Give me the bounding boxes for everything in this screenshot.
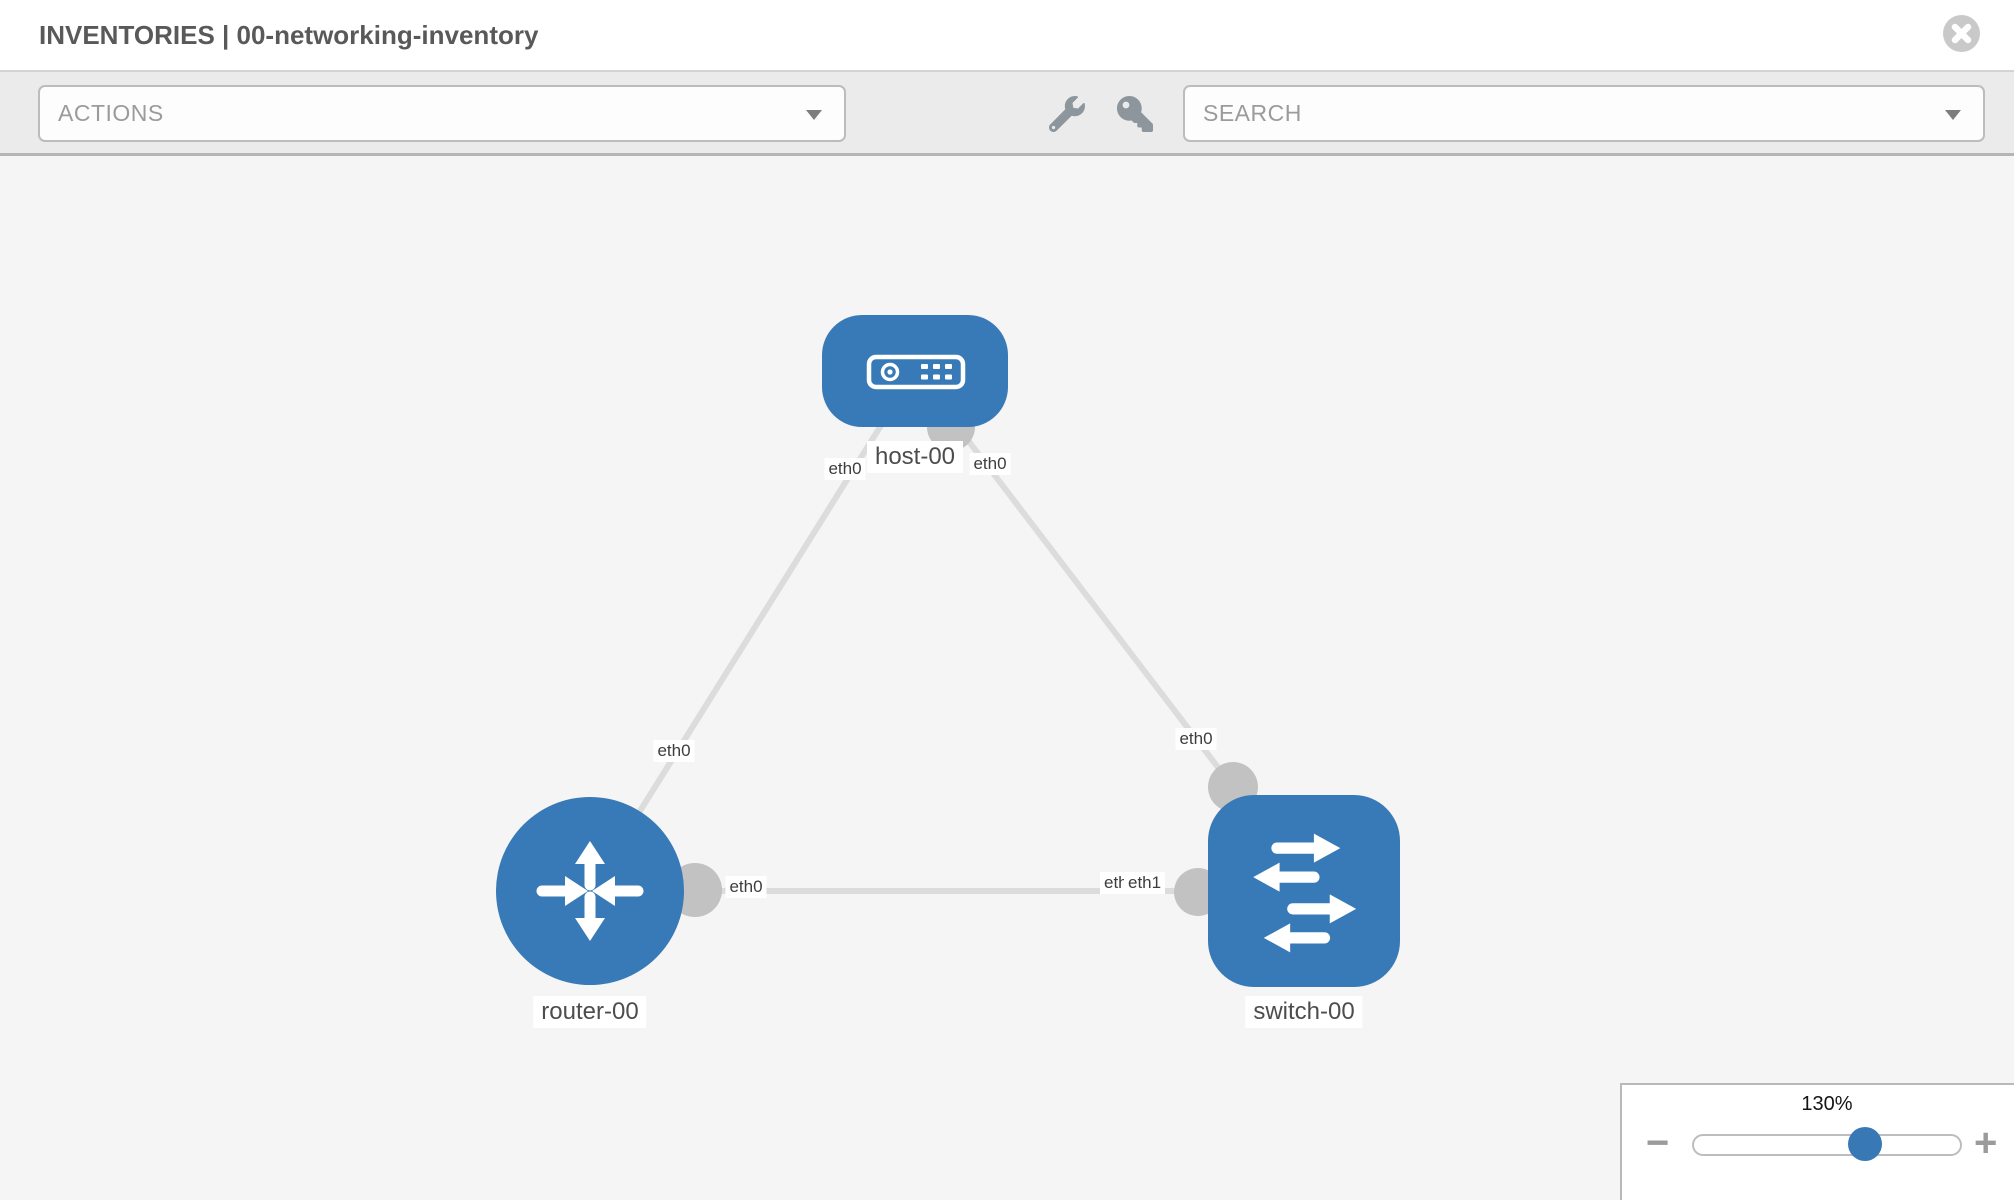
zoom-control-panel: 130% − + [1620,1083,2014,1200]
toolbar: ACTIONS SEARCH [0,72,2014,156]
chevron-down-icon [1945,110,1961,120]
zoom-slider-thumb[interactable] [1848,1127,1882,1161]
actions-dropdown-label: ACTIONS [58,100,164,126]
switch-arrows-icon [1253,833,1357,953]
wrench-icon[interactable] [1048,95,1085,137]
search-dropdown-label: SEARCH [1203,100,1302,126]
router-arrows-icon [536,841,644,941]
chevron-down-icon [806,110,822,120]
page-header: INVENTORIES | 00-networking-inventory [0,0,2014,72]
link-host-router[interactable] [587,369,918,893]
search-dropdown[interactable]: SEARCH [1183,85,1985,142]
node-host[interactable] [822,315,1008,427]
key-icon[interactable] [1117,96,1153,137]
node-router[interactable] [496,797,684,985]
node-switch[interactable] [1208,795,1400,987]
page-title: INVENTORIES | 00-networking-inventory [39,20,539,50]
zoom-out-button[interactable]: − [1646,1121,1670,1165]
close-icon[interactable] [1943,15,1980,52]
zoom-slider-track[interactable] [1692,1134,1962,1156]
actions-dropdown[interactable]: ACTIONS [38,85,846,142]
zoom-in-button[interactable]: + [1974,1121,1998,1165]
host-server-icon [866,354,966,390]
zoom-level-value: 130% [1801,1093,1853,1115]
